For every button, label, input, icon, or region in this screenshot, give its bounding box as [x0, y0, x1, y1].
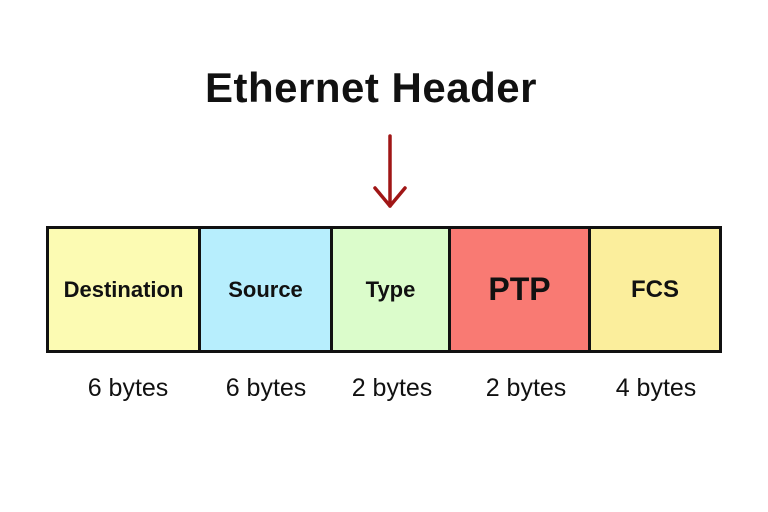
field-label-ptp: PTP	[488, 271, 551, 307]
field-label-destination: Destination	[63, 276, 184, 302]
field-label-fcs: FCS	[631, 275, 679, 303]
field-label-source: Source	[228, 276, 303, 302]
field-fcs: FCS	[591, 229, 719, 350]
diagram-title: Ethernet Header	[205, 64, 537, 111]
size-destination: 6 bytes	[87, 374, 169, 402]
field-destination: Destination	[49, 229, 201, 350]
field-label-type: Type	[365, 276, 416, 302]
field-sizes-row: 6 bytes 6 bytes 2 bytes 2 bytes 4 bytes	[46, 374, 722, 410]
down-arrow-icon	[373, 134, 407, 208]
header-frame: Destination Source Type PTP FCS	[46, 226, 722, 353]
field-type: Type	[333, 229, 451, 350]
size-source: 6 bytes	[225, 374, 307, 402]
field-source: Source	[201, 229, 333, 350]
size-fcs: 4 bytes	[615, 374, 697, 402]
size-ptp: 2 bytes	[485, 374, 567, 402]
arrow-head	[373, 186, 407, 208]
field-ptp: PTP	[451, 229, 591, 350]
size-type: 2 bytes	[351, 374, 433, 402]
